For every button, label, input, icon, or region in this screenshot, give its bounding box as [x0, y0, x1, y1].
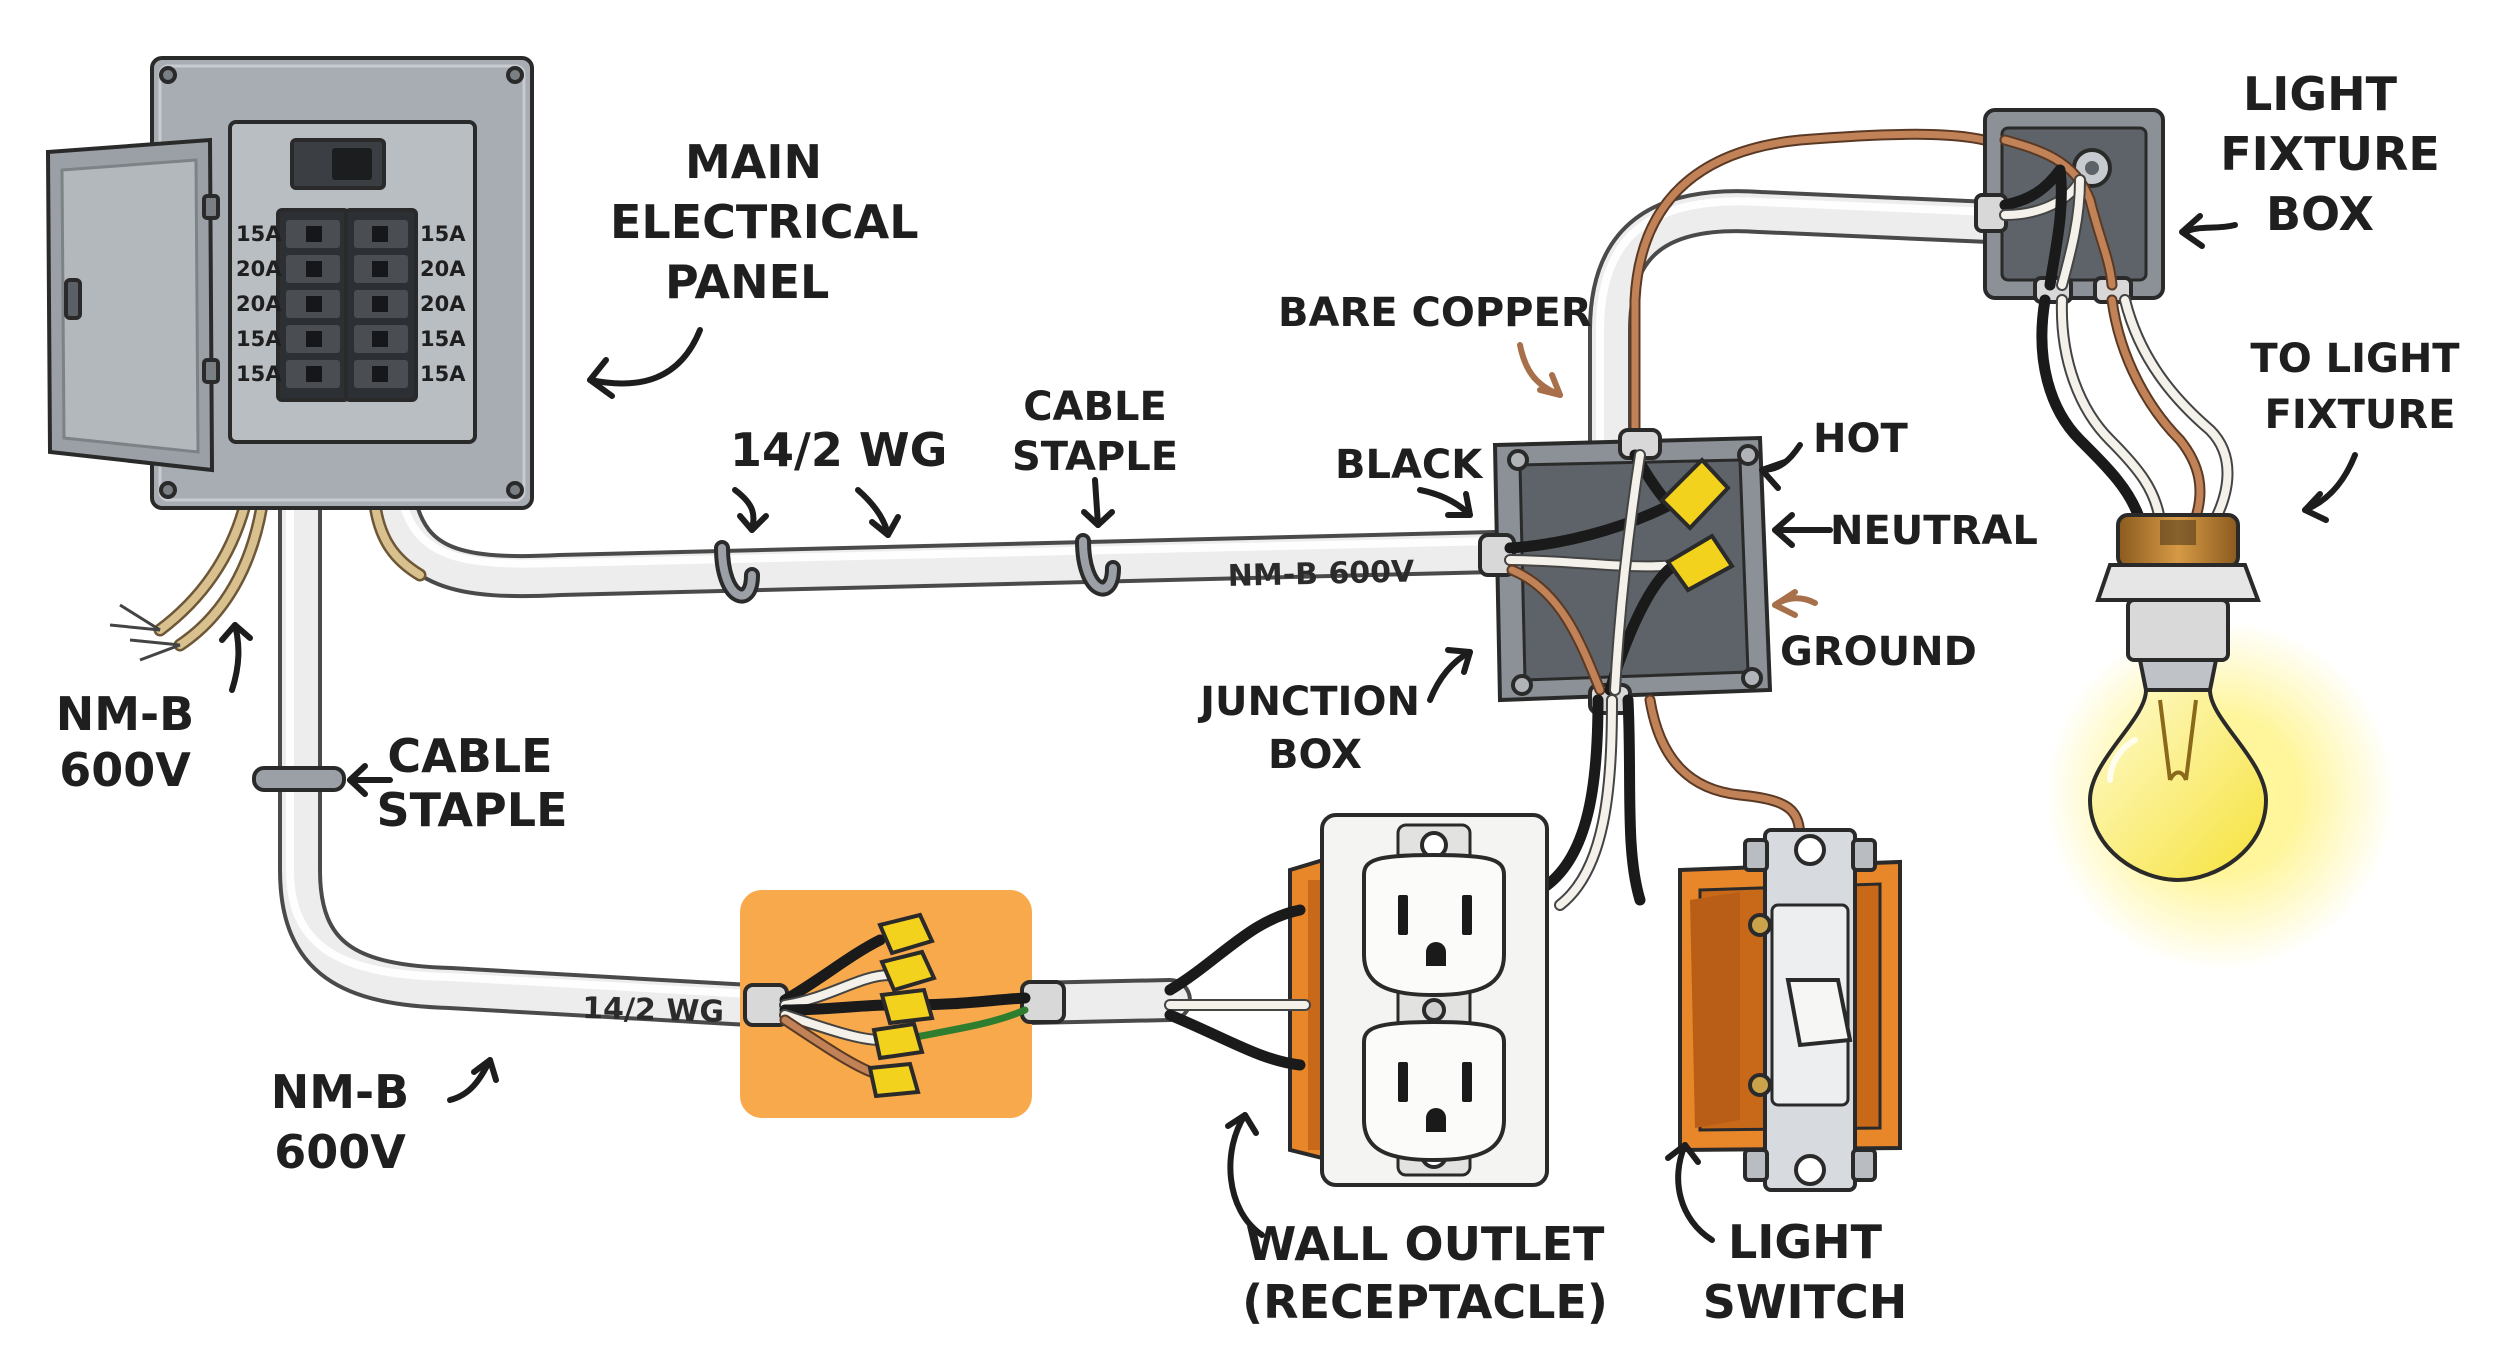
top-cable — [373, 478, 1517, 599]
arrow-cable-staple-top — [1092, 477, 1101, 528]
breaker-rating: 20A — [420, 292, 466, 316]
label-line: JUNCTION — [1197, 679, 1420, 725]
label-line: LIGHT — [1728, 1215, 1883, 1269]
cable-staple-top-2 — [1075, 533, 1121, 597]
label-line: SWITCH — [1703, 1275, 1908, 1329]
label-line: ELECTRICAL — [610, 195, 919, 249]
junction-box-label: JUNCTION BOX — [1197, 679, 1420, 778]
label-line: BOX — [2266, 187, 2374, 241]
breaker-rating: 20A — [420, 257, 466, 281]
junction-to-outlet-wires — [1534, 694, 1646, 911]
breaker-rating: 15A — [236, 362, 282, 386]
fixture-drop-wires — [2036, 294, 2234, 526]
toggle-lever — [1785, 978, 1853, 1048]
receptacle-lower — [1362, 1019, 1506, 1163]
wire-nuts-junction — [1659, 457, 1735, 593]
cable-staple-top-label: CABLE STAPLE — [1012, 384, 1178, 480]
arrow-fixture-box — [2182, 222, 2238, 235]
hot-label: HOT — [1813, 416, 1908, 462]
splice-pad — [740, 890, 1066, 1118]
label-line: TO LIGHT — [2250, 336, 2460, 382]
breakers-left — [286, 220, 340, 388]
wall-outlet — [1164, 813, 1549, 1187]
cables — [278, 128, 2016, 1027]
breakers-right — [354, 220, 408, 388]
arrow-main-panel — [587, 327, 703, 387]
arrow-switch — [1675, 1142, 1715, 1243]
wire-nuts-splice — [867, 912, 937, 1099]
light-fixture-box — [1974, 108, 2165, 304]
black-label: BLACK — [1335, 442, 1484, 488]
light-switch — [1678, 828, 1902, 1192]
label-line: NM-B — [56, 687, 194, 741]
bottom-cable — [278, 478, 772, 1027]
nmb-left-top-label: NM-B 600V — [56, 687, 194, 797]
wall-outlet-label: WALL OUTLET (RECEPTACLE) — [1242, 1217, 1608, 1329]
receptacle-upper — [1362, 852, 1506, 998]
label-line: STAPLE — [1012, 434, 1178, 480]
light-fixture-box-label: LIGHT FIXTURE BOX — [2220, 67, 2440, 241]
cable-staple-left — [252, 766, 346, 792]
breaker-ratings-right: 15A 20A 20A 15A 15A — [420, 222, 466, 386]
cable-staple-top-1 — [714, 540, 760, 604]
panel-door — [45, 137, 220, 473]
arrow-outlet — [1227, 1112, 1265, 1238]
label-line: BOX — [1268, 732, 1362, 778]
label-line: CABLE — [387, 729, 552, 783]
to-light-fixture-label: TO LIGHT FIXTURE — [2250, 336, 2460, 438]
light-switch-label: LIGHT SWITCH — [1703, 1215, 1908, 1329]
annotation-arrows — [219, 213, 2358, 1243]
breaker-rating: 15A — [420, 327, 466, 351]
label-line: (RECEPTACLE) — [1242, 1275, 1608, 1329]
label-line: NM-B — [271, 1065, 409, 1119]
breaker-rating: 20A — [236, 292, 282, 316]
breaker-ratings-left: 15A 20A 20A 15A 15A — [236, 222, 282, 386]
bottom-cable-print: 14/2 WG — [582, 991, 725, 1030]
label-line: CABLE — [1023, 384, 1167, 430]
nmb-left-bottom-label: NM-B 600V — [271, 1065, 409, 1179]
label-line: WALL OUTLET — [1246, 1217, 1605, 1271]
label-line: 600V — [59, 743, 191, 797]
breaker-rating: 15A — [236, 327, 282, 351]
label-line: FIXTURE — [2220, 127, 2440, 181]
light-bulb — [2045, 513, 2395, 970]
ground-label: GROUND — [1780, 629, 1977, 675]
label-line: MAIN — [685, 135, 822, 189]
arrow-junction-box — [1427, 649, 1473, 703]
panel-stub-wires — [109, 498, 427, 662]
main-panel-label: MAIN ELECTRICAL PANEL — [610, 135, 919, 309]
breaker-rating: 15A — [420, 222, 466, 246]
labels: MAIN ELECTRICAL PANEL LIGHT FIXTURE BOX … — [56, 67, 2461, 1329]
label-line: LIGHT — [2243, 67, 2398, 121]
arrow-black — [1417, 487, 1473, 518]
cable-staple-left-label: CABLE STAPLE — [377, 729, 568, 837]
label-line: FIXTURE — [2265, 392, 2456, 438]
breaker-rating: 20A — [236, 257, 282, 281]
label-line: STAPLE — [377, 783, 568, 837]
label-line: 600V — [274, 1125, 406, 1179]
top-cable-print: NM-B 600V — [1227, 554, 1415, 594]
wg-top-label: 14/2 WG — [730, 423, 947, 477]
neutral-label: NEUTRAL — [1830, 508, 2038, 554]
breaker-rating: 15A — [236, 222, 282, 246]
breaker-rating: 15A — [420, 362, 466, 386]
junction-to-switch-wires — [1644, 694, 1806, 846]
label-line: PANEL — [665, 255, 829, 309]
arrow-nmb-top — [229, 622, 242, 693]
socket-shell — [2095, 563, 2261, 602]
bare-copper-label: BARE COPPER — [1278, 290, 1592, 336]
junction-box — [1478, 428, 1773, 715]
main-electrical-panel: 15A 20A 20A 15A 15A 15A 20A 20A 15A 15A — [45, 56, 534, 510]
